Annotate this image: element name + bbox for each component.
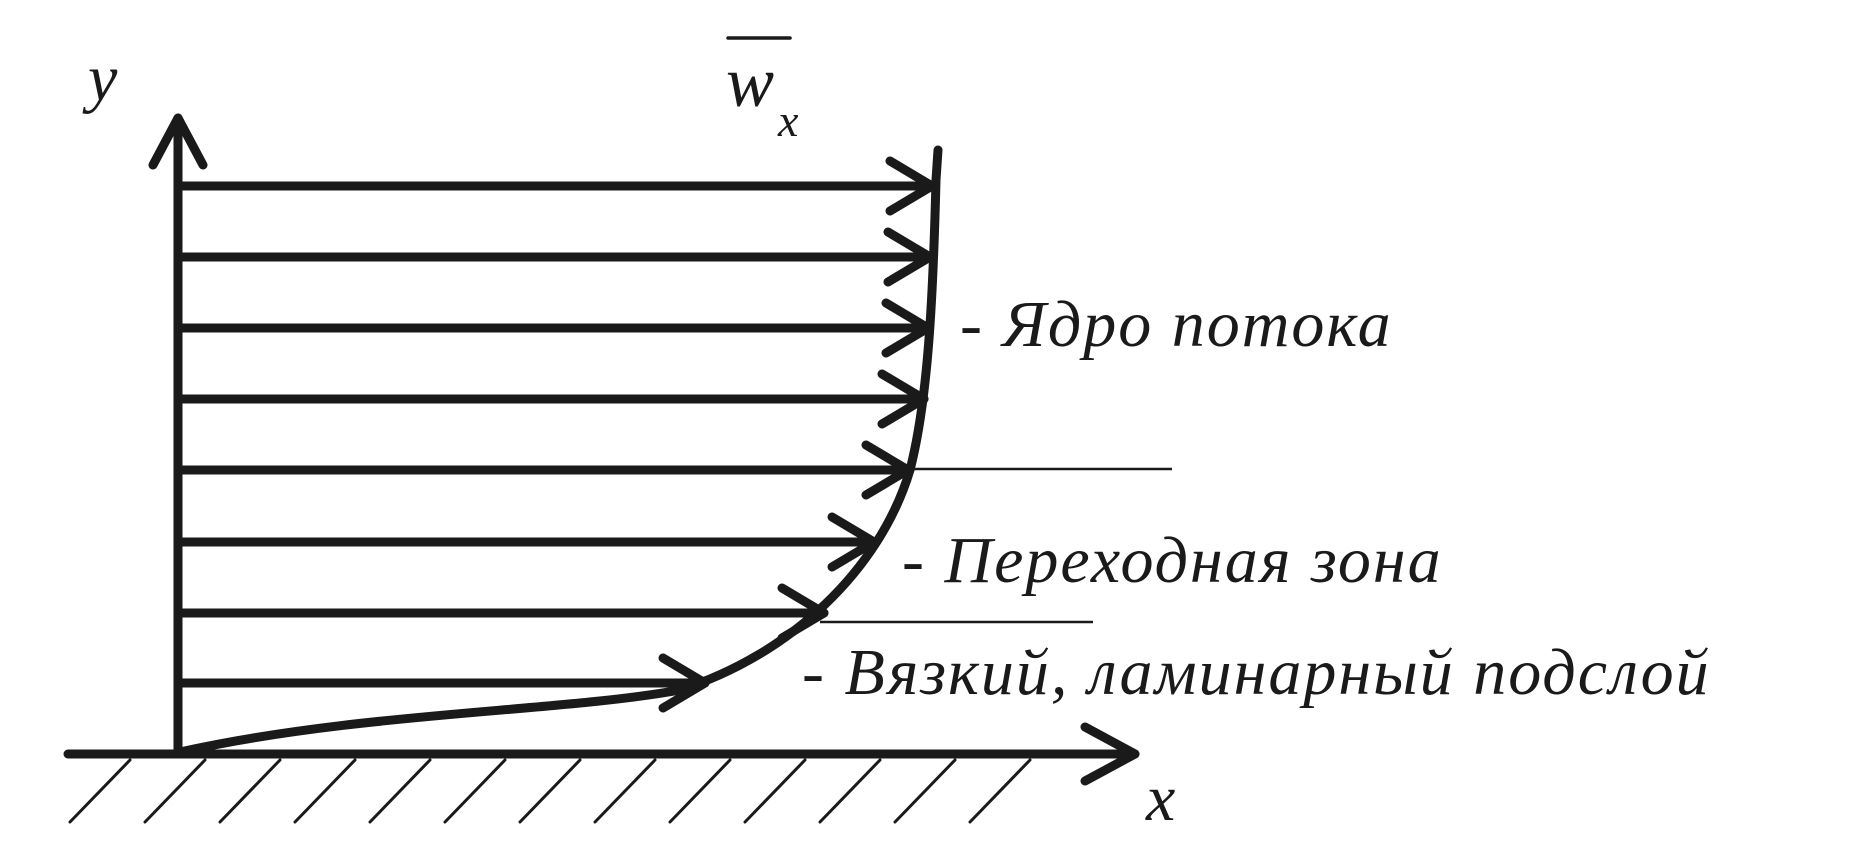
- zone-label-viscous: - Вязкий, ламинарный подслой: [802, 636, 1711, 709]
- velocity-arrow: [173, 227, 935, 287]
- velocity-arrow: [173, 156, 937, 216]
- zone-label-transition: - Переходная зона: [902, 524, 1443, 597]
- velocity-arrow: [173, 369, 929, 429]
- x-axis-label: x: [1146, 762, 1176, 835]
- x-axis-arrowhead: [1080, 722, 1140, 786]
- velocity-arrow: [173, 440, 913, 500]
- zone-label-core: - Ядро потока: [960, 288, 1393, 361]
- velocity-symbol: w: [726, 42, 775, 122]
- velocity-profile-curve: [175, 145, 943, 757]
- velocity-arrow: [173, 512, 879, 572]
- velocity-arrow: [173, 298, 933, 358]
- velocity-vectors: [173, 156, 937, 713]
- velocity-symbol-subscript: x: [778, 95, 799, 146]
- wall-hatching: [68, 758, 1032, 824]
- y-axis-label: y: [88, 42, 118, 115]
- velocity-arrow: [173, 583, 829, 643]
- y-axis-arrowhead: [148, 113, 208, 170]
